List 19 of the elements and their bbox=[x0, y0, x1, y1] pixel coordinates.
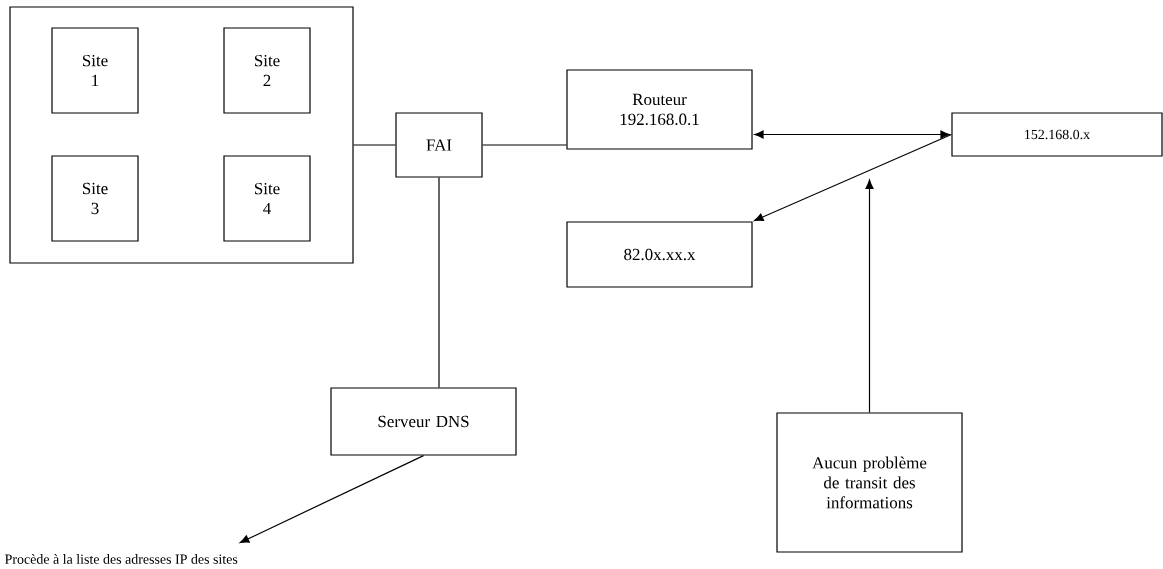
note-box: Aucun problème de transit des informations bbox=[776, 412, 963, 553]
arrow bbox=[754, 133, 952, 222]
router-box: Routeur 192.168.0.1 bbox=[566, 69, 753, 150]
site-box: Site 4 bbox=[223, 155, 311, 242]
address-box: 152.168.0.x bbox=[951, 112, 1163, 157]
arrow bbox=[754, 130, 950, 139]
site-box: Site 1 bbox=[51, 27, 139, 114]
connector-line bbox=[438, 177, 440, 388]
connector-line bbox=[482, 144, 567, 146]
connector-line bbox=[353, 144, 396, 146]
group-box bbox=[9, 6, 354, 264]
note-text: Procède à la liste des adresses IP des sites bbox=[5, 554, 238, 564]
arrow bbox=[865, 179, 874, 413]
isp-box: FAI bbox=[395, 112, 483, 178]
arrow bbox=[239, 455, 425, 544]
dns-server-box: Serveur DNS bbox=[330, 387, 517, 456]
site-box: Site 2 bbox=[223, 27, 311, 114]
address-box: 82.0x.xx.x bbox=[566, 221, 753, 288]
site-box: Site 3 bbox=[51, 155, 139, 242]
